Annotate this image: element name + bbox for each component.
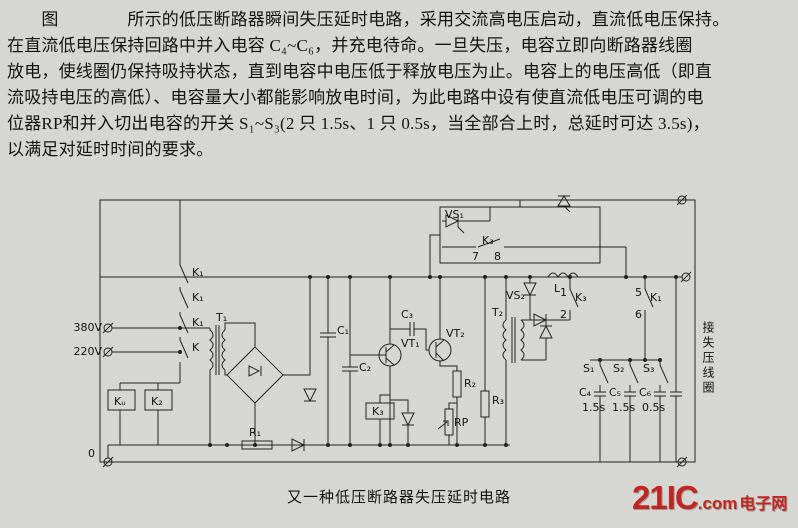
watermark-domain-suffix: .com [697, 494, 738, 513]
figure-caption: 又一种低压断路器失压延时电路 [286, 490, 511, 506]
relay-coil-boxes [107, 389, 395, 445]
transformer-t2 [502, 277, 570, 445]
label-vt1: VT₁ [401, 337, 420, 350]
voltage-loss-coil-note: 接失压线圈 [701, 321, 715, 396]
label-r1: R₁ [249, 426, 262, 439]
label-k1-contact-right: K₁ [650, 291, 662, 304]
label-vs2: VS₂ [506, 289, 525, 302]
label-c6: C₆ [639, 386, 652, 399]
label-pin2: 2 [560, 308, 567, 321]
label-zero-terminal: 0 [88, 447, 95, 460]
paragraph-line-3: 放电，使线圈仍保持吸持状态，直到电容中电压低于释放电压为止。电容上的电压高低（即… [7, 62, 713, 81]
terminals [102, 195, 692, 468]
label-c6-time: 0.5s [642, 401, 666, 414]
paragraph-line-2: 在直流低电压保持回路中并入电容 C₄~C₆，并充电待命。一旦失压，电容立即向断路… [7, 36, 693, 55]
potentiometer-rp [437, 402, 457, 445]
label-220v: 220V [73, 345, 102, 358]
label-k3-upper: K₃ [482, 234, 494, 247]
circuit-schematic [99, 195, 696, 468]
label-k1-b: K₁ [192, 291, 204, 304]
label-vt2: VT₂ [446, 327, 465, 340]
label-c5: C₅ [609, 386, 622, 399]
label-k-main: K [192, 341, 200, 354]
paragraph-line-1: 图 所示的低压断路器瞬间失压延时电路，采用交流高电压启动，直流低电压保持。 [7, 10, 730, 29]
label-pin5: 5 [635, 286, 642, 299]
paragraph-line-4: 流吸持电压的高低）、电容量大小都能影响放电时间，为此电路中设有使直流低电压可调的… [7, 88, 704, 107]
label-s2: S₂ [613, 362, 625, 375]
thyristor-top [557, 195, 571, 213]
label-c3: C₃ [401, 308, 414, 321]
transformer-t1 [209, 322, 256, 445]
label-c1: C₁ [337, 324, 350, 337]
transistor-vt2 [428, 277, 458, 371]
label-c4: C₄ [579, 386, 592, 399]
inductor-l [547, 272, 579, 278]
label-inductor-l: L [554, 282, 561, 295]
label-c4-time: 1.5s [582, 401, 606, 414]
label-380v: 380V [73, 321, 102, 334]
label-t2: T₂ [492, 306, 504, 319]
label-vs1: VS₁ [445, 208, 464, 221]
label-s3: S₃ [643, 362, 655, 375]
label-t1: T₁ [216, 311, 228, 324]
diodes [291, 277, 553, 452]
label-k2: K₂ [151, 395, 163, 408]
label-k1-c: K₁ [192, 316, 204, 329]
frame [99, 199, 696, 463]
watermark-site-name: 电子网 [739, 496, 788, 513]
bridge-rectifier [226, 277, 311, 445]
label-r3: R₃ [492, 394, 505, 407]
label-ku: Kᵤ [114, 395, 126, 408]
label-k1-a: K₁ [192, 266, 204, 279]
label-c5-time: 1.5s [612, 401, 636, 414]
capacitors [320, 277, 682, 462]
circuit-diagram: VS₁ K₃ 7 8 VS₂ L K₃ 1 2 K₁ 5 6 K₁ K₁ K₁ … [70, 195, 730, 473]
watermark-brand: 21IC [632, 479, 699, 516]
label-r2: R₂ [464, 377, 477, 390]
label-pin8: 8 [494, 250, 501, 263]
transistor-vt1 [350, 277, 402, 445]
label-rp: RP [454, 416, 469, 429]
junction-dots [178, 275, 678, 447]
label-pin6: 6 [635, 308, 642, 321]
label-pin7: 7 [472, 250, 479, 263]
label-s1: S₁ [583, 362, 595, 375]
paragraph-line-6: 以满足对延时时间的要求。 [7, 140, 214, 159]
label-pin1: 1 [560, 286, 567, 299]
paragraph-line-5: 位器RP和并入切出电容的开关 S₁~S₃(2 只 1.5s、1 只 0.5s，当… [7, 114, 710, 133]
label-c2: C₂ [359, 361, 372, 374]
contacts [442, 207, 654, 360]
label-k3-contact: K₃ [575, 291, 587, 304]
label-k3-coil: K₃ [372, 405, 384, 418]
